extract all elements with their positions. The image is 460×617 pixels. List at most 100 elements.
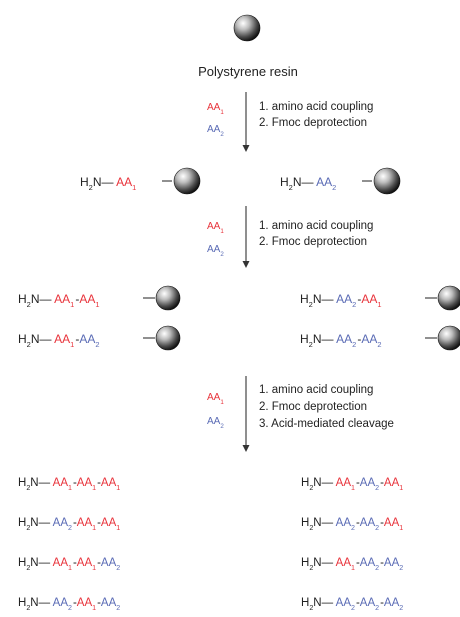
stage2-chain-h-subscript: 2 — [309, 300, 313, 309]
final-product-chain-residue-subscript: 2 — [68, 604, 72, 612]
final-product-chain-dash: - — [73, 477, 77, 489]
stage2-chain-residue-subscript: 1 — [95, 300, 99, 309]
stage2-chain-residue-subscript: 1 — [70, 340, 74, 349]
stage1-chain-aa2-n-bond: N— — [293, 175, 316, 189]
final-product-chain-dash: - — [73, 557, 77, 569]
final-product-chain-h-subscript: 2 — [26, 484, 30, 492]
final-product-chain: H2N— AA2 -AA1 -AA2 — [18, 597, 121, 612]
final-product-chain: H2N— AA2 -AA1 -AA1 — [18, 517, 121, 532]
stage1-chain-aa2-residue-reset — [336, 175, 337, 189]
final-product-chain-residue-subscript: 2 — [375, 604, 379, 612]
final-product-chain-dash: - — [380, 517, 384, 529]
stage1-chain-aa1-n-bond: N— — [93, 175, 116, 189]
step3-reagents-aa1: AA1 — [207, 392, 225, 406]
final-product-chain-residue-label: AA — [384, 557, 400, 569]
final-product-chain-residue-label: AA — [53, 597, 69, 609]
stage2-chain-residue-label: AA — [79, 292, 95, 306]
stage2-chain-h: H — [18, 332, 27, 346]
final-product-chain-h-subscript: 2 — [26, 564, 30, 572]
step2-reagents-aa2-label: AA — [207, 244, 221, 255]
final-product-chain-h: H — [18, 557, 26, 569]
final-product-chain-n-bond: N— — [30, 477, 52, 489]
stage2-chain-n-bond: N— — [313, 332, 336, 346]
stage1-chain-aa1: H2N— AA1 — [80, 175, 137, 192]
final-product-chain-n-bond: N— — [313, 597, 335, 609]
final-product-chain-h: H — [301, 517, 309, 529]
step3-reagents-aa2-subscript: 2 — [220, 423, 224, 430]
stage1-bead-aa2 — [373, 167, 401, 195]
final-product-chain-residue-label: AA — [53, 477, 69, 489]
stage2-bead — [155, 285, 181, 311]
step1-reagents-aa2-subscript: 2 — [220, 131, 224, 138]
final-product-chain-dash: - — [380, 557, 384, 569]
step1-instruction-2: 2. Fmoc deprotection — [259, 117, 367, 129]
stage2-chain-residue-reset — [99, 292, 100, 306]
final-product-chain-residue-reset — [403, 477, 404, 489]
final-product-chain-residue-subscript: 2 — [116, 564, 120, 572]
final-product-chain: H2N— AA1 -AA2 -AA2 — [301, 557, 404, 572]
final-product-chain-residue-label: AA — [336, 597, 352, 609]
final-product-chain-dash: - — [73, 517, 77, 529]
stage2-bead — [437, 285, 460, 311]
stage1-chain-aa1-residue-subscript: 1 — [132, 183, 136, 192]
stage1-bead-aa1 — [173, 167, 201, 195]
final-product-chain-residue-subscript: 1 — [92, 484, 96, 492]
final-product-chain-residue-label: AA — [101, 477, 117, 489]
final-product-chain-residue-reset — [403, 517, 404, 529]
final-product-chain-residue-label: AA — [101, 557, 117, 569]
step2-reagents-aa1-label: AA — [207, 221, 221, 232]
final-product-chain-residue-reset — [120, 517, 121, 529]
stage2-chain-residue-label: AA — [79, 332, 95, 346]
final-product-chain-residue-label: AA — [384, 597, 400, 609]
diagram-title: Polystyrene resin — [198, 64, 298, 79]
final-product-chain-dash: - — [73, 597, 77, 609]
final-product-chain-h: H — [301, 597, 309, 609]
step2-reagents-aa2: AA2 — [207, 244, 225, 258]
step1-reagents-aa1-subscript: 1 — [220, 109, 224, 116]
final-product-chain-residue-subscript: 2 — [375, 524, 379, 532]
final-product-chain-h: H — [18, 597, 26, 609]
step3-instruction-2: 2. Fmoc deprotection — [259, 401, 367, 413]
final-product-chain-residue-subscript: 1 — [116, 484, 120, 492]
step1-reagents-aa1: AA1 — [207, 102, 225, 116]
step1-reagents-aa2-reset — [224, 124, 225, 135]
stage1-chain-aa2: H2N— AA2 — [280, 175, 337, 192]
stage1-chain-aa2-h-subscript: 2 — [289, 183, 293, 192]
stage2-chain-residue-subscript: 1 — [70, 300, 74, 309]
final-product-chain-h: H — [18, 517, 26, 529]
final-product-chain-dash: - — [380, 597, 384, 609]
final-product-chain-residue-subscript: 2 — [399, 604, 403, 612]
stage2-chain-residue-label: AA — [54, 332, 70, 346]
stage2-chain-residue-subscript: 2 — [377, 340, 381, 349]
final-product-chain-residue-subscript: 1 — [68, 564, 72, 572]
final-product-chain-residue-subscript: 1 — [92, 524, 96, 532]
stage2-chain-residue-reset — [381, 292, 382, 306]
stage2-chain-residue-reset — [99, 332, 100, 346]
stage2-chain-dash: - — [75, 292, 79, 306]
stage1-chain-aa2-h: H — [280, 175, 289, 189]
final-product-chain-residue-label: AA — [360, 517, 376, 529]
stage2-chain-residue-label: AA — [336, 332, 352, 346]
stage2-chain-residue-reset — [381, 332, 382, 346]
step2-reagents-aa1-reset — [224, 221, 225, 232]
stage2-chain-dash: - — [357, 292, 361, 306]
final-product-chain: H2N— AA1 -AA1 -AA1 — [18, 477, 121, 492]
final-product-chain-dash: - — [97, 517, 101, 529]
stage2-chain-residue-subscript: 2 — [352, 340, 356, 349]
stage2-chain-h-subscript: 2 — [27, 340, 31, 349]
step2-reagents-aa1: AA1 — [207, 221, 225, 235]
step2-arrow-head — [242, 261, 250, 268]
final-product-chain-h-subscript: 2 — [309, 564, 313, 572]
final-product-chain-dash: - — [380, 477, 384, 489]
final-product-chain-h-subscript: 2 — [26, 604, 30, 612]
final-product-chain-residue-subscript: 2 — [116, 604, 120, 612]
final-product-chain-residue-subscript: 1 — [351, 484, 355, 492]
stage2-chain: H2N— AA2 -AA1 — [300, 292, 383, 309]
step2-reagents-aa2-reset — [224, 244, 225, 255]
final-product-chain-residue-label: AA — [101, 597, 117, 609]
final-product-chain-residue-subscript: 1 — [92, 604, 96, 612]
stage1-chain-aa1-residue-reset — [136, 175, 137, 189]
stage2-chain-residue-subscript: 2 — [95, 340, 99, 349]
final-product-chain-h-subscript: 2 — [309, 484, 313, 492]
